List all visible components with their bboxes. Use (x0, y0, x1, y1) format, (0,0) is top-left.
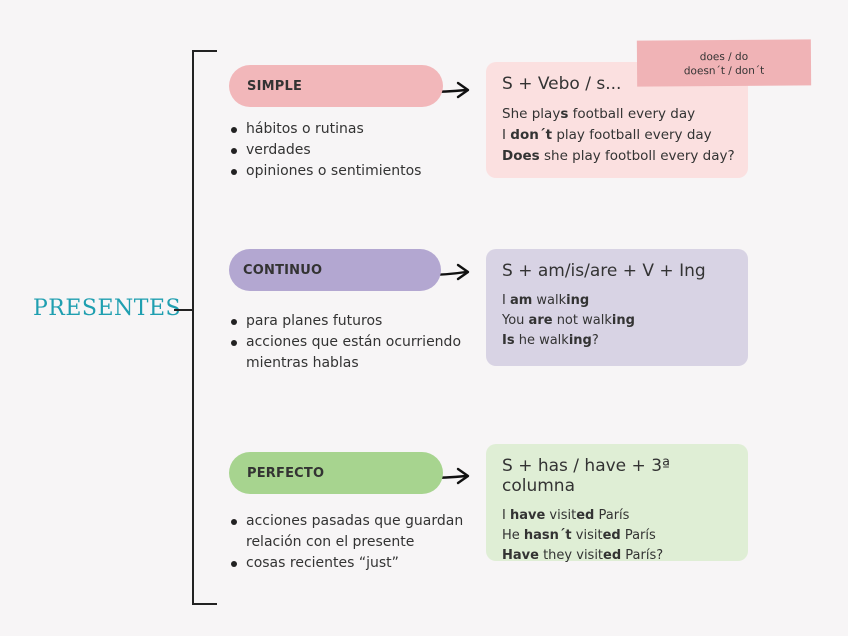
perfecto-pill: PERFECTO (229, 452, 443, 494)
simple-formula: S + Vebo / s... (502, 74, 622, 94)
example-line: You are not walking (502, 311, 733, 331)
text: visit (545, 508, 577, 523)
text: play football every day (552, 127, 712, 143)
text: they visit (538, 548, 604, 563)
simple-pill: SIMPLE (229, 65, 443, 107)
text: walk (532, 293, 567, 308)
bold-text: ing (611, 313, 635, 328)
bold-text: Have (502, 548, 539, 563)
bold-text: have (509, 508, 546, 523)
perfecto-bullets: acciones pasadas que guardan relación co… (229, 511, 469, 574)
text: He (502, 528, 524, 543)
continuo-pill: CONTINUO (229, 249, 441, 291)
bullet-item: para planes futuros (229, 311, 469, 332)
bullet-item: acciones que están ocurriendo mientras h… (229, 332, 469, 374)
bold-text: s (560, 106, 569, 122)
perfecto-formula: S + has / have + 3ª columna (502, 456, 671, 496)
example-line: I don´t play football every day (502, 125, 733, 146)
simple-bullets: hábitos o rutinas verdades opiniones o s… (229, 119, 421, 182)
bold-text: ed (576, 508, 595, 523)
bold-text: ing (566, 293, 590, 308)
note-line: does / do (699, 50, 749, 64)
perfecto-label: PERFECTO (247, 465, 325, 481)
example-line: Is he walking? (502, 331, 733, 351)
bold-text: Does (502, 148, 540, 164)
bold-text: am (509, 293, 533, 308)
bullet-item: verdades (229, 140, 421, 161)
example-line: Does she play footboll every day? (502, 146, 735, 167)
text: I (502, 293, 510, 308)
text: visit (571, 528, 603, 543)
bold-text: ed (603, 548, 622, 563)
diagram-title: PRESENTES (33, 296, 182, 321)
text: París? (621, 548, 664, 563)
example-line: Have they visited París? (502, 546, 733, 566)
continuo-formula: S + am/is/are + V + Ing (502, 261, 706, 281)
bold-text: hasn´t (523, 528, 572, 543)
text: she play footboll every day? (539, 148, 735, 164)
bold-text: Is (502, 333, 515, 348)
bold-text: ing (568, 333, 592, 348)
text: She play (502, 106, 561, 122)
perfecto-example-box: S + has / have + 3ª columna I have visit… (486, 444, 748, 563)
text: he walk (514, 333, 569, 348)
text: París (620, 528, 656, 543)
bold-text: don´t (510, 127, 553, 143)
bullet-item: acciones pasadas que guardan relación co… (229, 511, 469, 553)
note-line: doesn´t / don´t (683, 64, 765, 78)
bullet-item: hábitos o rutinas (229, 119, 421, 140)
text: ? (591, 333, 599, 348)
bullet-item: opiniones o sentimientos (229, 161, 421, 182)
text: not walk (552, 313, 612, 328)
text: You (502, 313, 529, 328)
example-line: I have visited París (502, 506, 733, 526)
text: París (594, 508, 630, 523)
example-line: I am walking (502, 291, 733, 311)
bold-text: ed (602, 528, 621, 543)
continuo-label: CONTINUO (243, 262, 323, 278)
sticky-note: does / do doesn´t / don´t (636, 39, 812, 87)
text: I (502, 127, 511, 143)
example-line: He hasn´t visited París (502, 526, 733, 546)
text: football every day (568, 106, 696, 122)
bold-text: are (528, 313, 553, 328)
simple-label: SIMPLE (247, 78, 303, 94)
text: I (502, 508, 510, 523)
bullet-item: cosas recientes “just” (229, 553, 469, 574)
example-line: She plays football every day (502, 104, 733, 125)
continuo-bullets: para planes futuros acciones que están o… (229, 311, 469, 374)
continuo-example-box: S + am/is/are + V + Ing I am walking You… (486, 249, 748, 366)
